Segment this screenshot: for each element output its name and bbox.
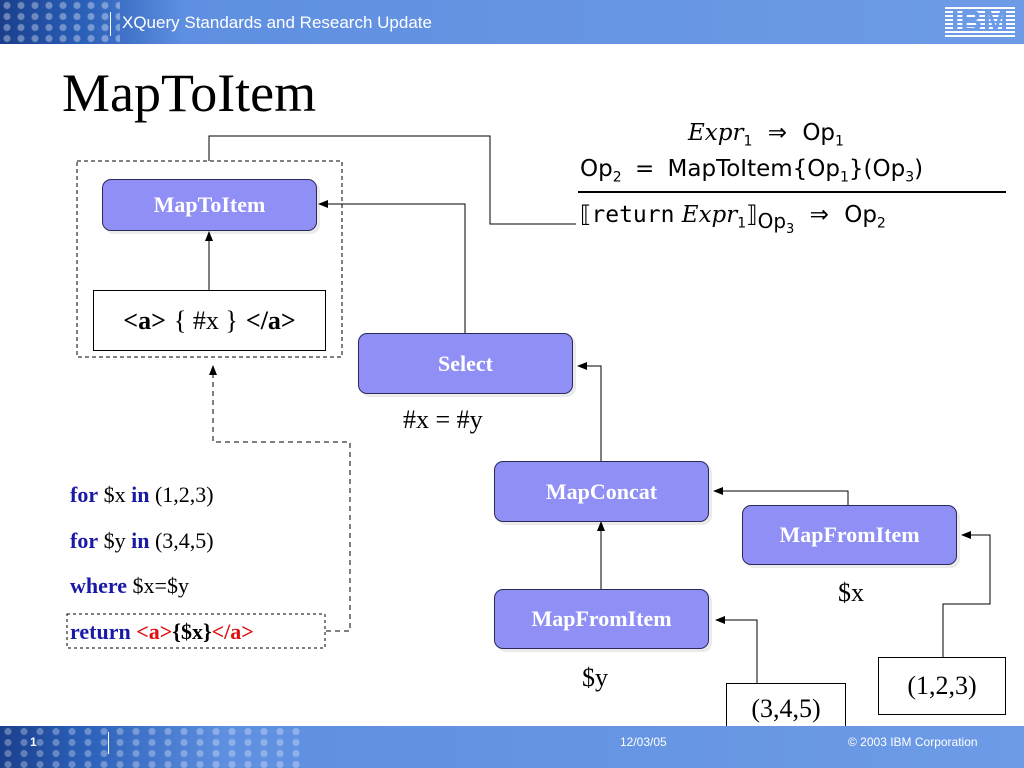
formula-op: Op [807, 156, 840, 182]
select-node-label: Select [438, 350, 493, 376]
code-cond: $x=$y [132, 573, 189, 598]
footer-copyright: © 2003 IBM Corporation [848, 735, 978, 749]
formula-sub: 3 [786, 221, 795, 237]
code-var: $x [103, 482, 126, 507]
edge-return-to-element [209, 365, 351, 632]
footer-pattern [0, 726, 300, 768]
edge-mapfromitem-right-to-mapconcat [713, 487, 849, 505]
rule-line [578, 191, 1006, 193]
mapconcat-node-label: MapConcat [545, 478, 658, 504]
slide-title: MapToItem [62, 63, 317, 123]
code-lbrace: { [172, 619, 181, 644]
element-close-tag: </a> [245, 305, 296, 335]
mapfromitem-right-node: MapFromItem [742, 505, 957, 565]
ibm-logo-text: IBM [951, 5, 1009, 38]
formula-sub: 2 [876, 215, 886, 232]
formula-sub: 2 [612, 169, 622, 186]
ibm-logo: IBM [945, 7, 1015, 37]
rule-conclusion: ⟦return Expr1⟧Op3 ⇒ Op2 [580, 202, 886, 237]
code-line-1: for $x in (1,2,3) [70, 482, 214, 508]
formula-expr: Expr [688, 120, 744, 146]
code-keyword: for [70, 528, 99, 553]
rule-premise-2: Op2 = MapToItem{Op1}(Op3) [580, 156, 923, 186]
code-close-tag: </a> [211, 619, 254, 644]
footer-date: 12/03/05 [620, 735, 667, 749]
formula-connector [208, 135, 576, 225]
var-x-label: $x [838, 578, 864, 607]
seq-right-box: (1,2,3) [878, 657, 1006, 715]
formula-sub: 1 [839, 169, 849, 186]
mapfromitem-left-label: MapFromItem [531, 606, 672, 631]
code-seq: (3,4,5) [154, 528, 214, 553]
header-bar: XQuery Standards and Research Update IBM [0, 0, 1024, 44]
maptoitem-node: MapToItem [102, 179, 317, 231]
code-keyword: where [70, 573, 128, 598]
formula-lbracket: ⟦ [580, 202, 592, 228]
formula-op: Op [844, 202, 877, 228]
formula-eq: = [634, 156, 655, 182]
header-title: XQuery Standards and Research Update [122, 13, 432, 32]
mapfromitem-right-label: MapFromItem [779, 522, 920, 547]
formula-op: Op [802, 120, 836, 146]
var-y-label: $y [582, 663, 608, 692]
code-keyword: return [70, 619, 131, 644]
formula-op: Op [872, 156, 906, 182]
code-line-2: for $y in (3,4,5) [70, 528, 214, 554]
element-open-tag: <a> [123, 305, 166, 335]
formula-sub: 1 [743, 133, 753, 150]
code-keyword: in [131, 482, 150, 507]
formula-arrow: ⇒ [809, 202, 829, 228]
footer-divider [108, 732, 109, 754]
formula-arrow: ⇒ [767, 120, 787, 146]
edge-select-to-maptoitem [318, 200, 466, 333]
formula-sub: 3 [905, 169, 915, 186]
element-body: { #x } [173, 305, 238, 335]
seq-left-value: (3,4,5) [751, 694, 821, 723]
select-predicate: #x = #y [403, 405, 483, 434]
edge-seq-left-to-mapfromitem [715, 616, 758, 683]
code-line-4: return <a>{$x}</a> [70, 619, 254, 645]
rule-premise: Expr1 ⇒ Op1 [688, 120, 844, 150]
return-line-outline [66, 613, 326, 649]
header-divider [110, 12, 111, 36]
code-seq: (1,2,3) [154, 482, 214, 507]
formula-fn: MapToItem [667, 156, 793, 182]
mapconcat-node: MapConcat [494, 461, 709, 522]
mapfromitem-left-node: MapFromItem [494, 589, 709, 649]
select-node: Select [358, 333, 573, 394]
code-keyword: for [70, 482, 99, 507]
formula-rbracket: ⟧ [746, 202, 758, 228]
edge-seq-right-to-mapfromitem [942, 531, 991, 657]
code-line-3: where $x=$y [70, 573, 189, 599]
formula-op: Op [580, 156, 613, 182]
edge-mapconcat-to-select [577, 362, 602, 461]
code-rbrace: } [202, 619, 212, 644]
code-keyword: in [131, 528, 150, 553]
formula-rbrace: } [848, 156, 864, 182]
code-open-tag: <a> [136, 619, 173, 644]
formula-lbrace: { [792, 156, 808, 182]
formula-op: Op [757, 208, 787, 233]
page-number: 1 [30, 735, 37, 749]
seq-right-value: (1,2,3) [907, 671, 977, 700]
formula-context: Op3 [757, 208, 795, 237]
formula-paren: ) [914, 156, 924, 182]
code-var: $x [180, 619, 203, 644]
inference-rule: Expr1 ⇒ Op1 Op2 = MapToItem{Op1}(Op3) ⟦r… [578, 116, 1008, 276]
formula-expr: Expr [681, 202, 738, 228]
formula-sub: 1 [835, 133, 844, 150]
element-constructor-box: <a> { #x } </a> [93, 290, 326, 351]
code-var: $y [103, 528, 126, 553]
header-pattern [0, 0, 120, 44]
formula-sub: 1 [737, 215, 747, 232]
maptoitem-node-label: MapToItem [153, 192, 266, 217]
formula-paren: ( [863, 156, 873, 182]
formula-return: return [591, 202, 675, 228]
footer-bar: 1 12/03/05 © 2003 IBM Corporation [0, 726, 1024, 768]
